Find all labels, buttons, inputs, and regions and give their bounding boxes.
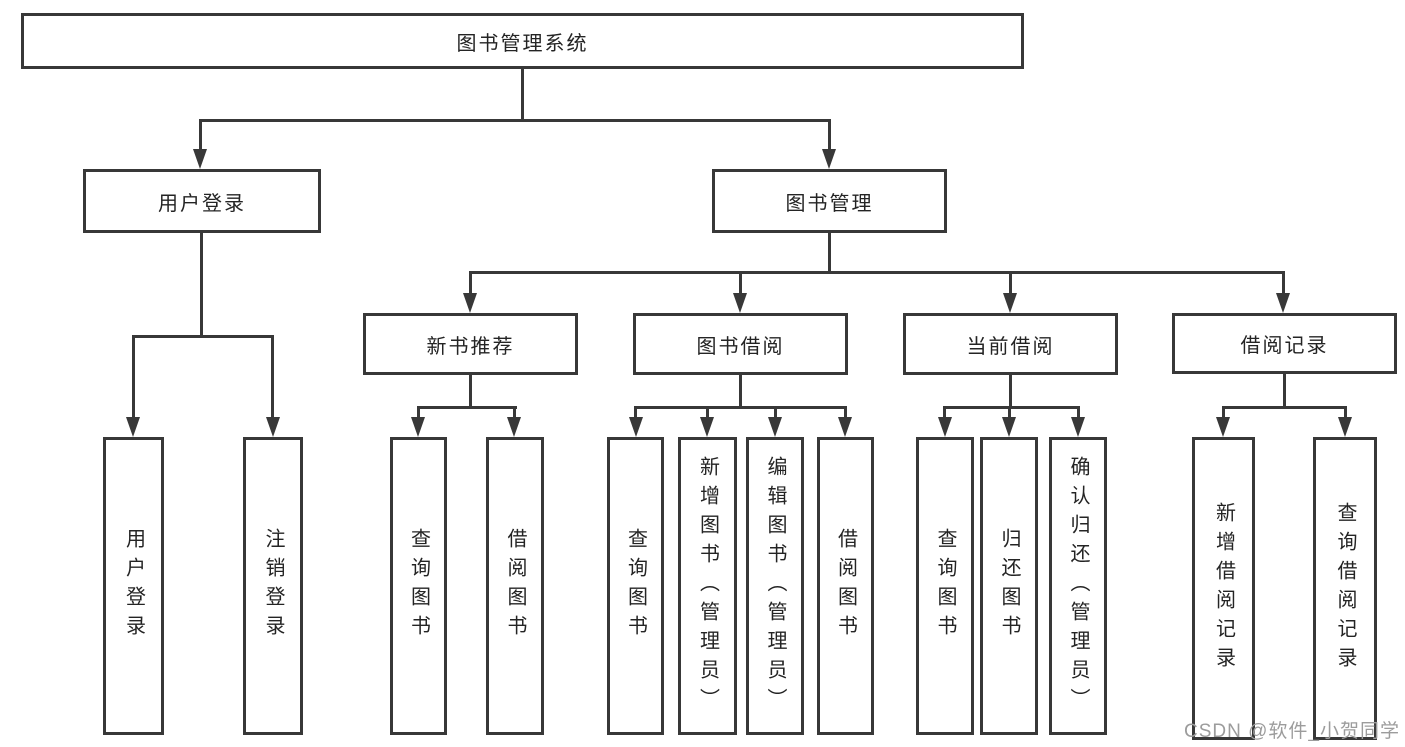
node-new-book-recommend: 新书推荐	[363, 313, 578, 375]
connector-line	[943, 406, 1080, 409]
connector-line	[1282, 271, 1285, 295]
connector-line	[200, 233, 203, 335]
connector-line	[943, 406, 946, 419]
connector-line	[774, 406, 777, 419]
arrowhead-down-icon	[1002, 417, 1016, 437]
node-borrow-records: 借阅记录	[1172, 313, 1397, 374]
connector-line	[1009, 271, 1012, 295]
arrowhead-down-icon	[1338, 417, 1352, 437]
arrowhead-down-icon	[126, 417, 140, 437]
connector-line	[199, 119, 831, 122]
connector-line	[739, 271, 742, 295]
arrowhead-down-icon	[700, 417, 714, 437]
connector-line	[132, 335, 274, 338]
connector-line	[271, 335, 274, 419]
arrowhead-down-icon	[733, 293, 747, 313]
leaf-edit-book-admin: 编辑图书（管理员）	[746, 437, 804, 735]
leaf-query-book-3: 查询图书	[916, 437, 974, 735]
arrowhead-down-icon	[411, 417, 425, 437]
connector-line	[521, 69, 524, 119]
connector-line	[1222, 406, 1225, 419]
connector-line	[513, 406, 516, 419]
connector-line	[706, 406, 709, 419]
node-user-login: 用户登录	[83, 169, 321, 233]
leaf-add-book-admin: 新增图书（管理员）	[678, 437, 737, 735]
connector-line	[199, 119, 202, 151]
arrowhead-down-icon	[1003, 293, 1017, 313]
connector-line	[417, 406, 420, 419]
leaf-borrow-book-1: 借阅图书	[486, 437, 544, 735]
connector-line	[828, 119, 831, 151]
leaf-add-borrow-record: 新增借阅记录	[1192, 437, 1255, 740]
arrowhead-down-icon	[768, 417, 782, 437]
node-book-borrow: 图书借阅	[633, 313, 848, 375]
connector-line	[1008, 406, 1011, 419]
connector-line	[469, 375, 472, 406]
connector-line	[469, 271, 1283, 274]
leaf-logout: 注销登录	[243, 437, 303, 735]
connector-line	[417, 406, 517, 409]
connector-line	[739, 375, 742, 406]
watermark: CSDN @软件_小贺同学	[1184, 721, 1400, 742]
arrowhead-down-icon	[938, 417, 952, 437]
node-root: 图书管理系统	[21, 13, 1024, 69]
leaf-confirm-return-admin: 确认归还（管理员）	[1049, 437, 1107, 735]
arrowhead-down-icon	[822, 149, 836, 169]
connector-line	[828, 233, 831, 271]
arrowhead-down-icon	[629, 417, 643, 437]
arrowhead-down-icon	[463, 293, 477, 313]
leaf-return-book: 归还图书	[980, 437, 1038, 735]
connector-line	[1077, 406, 1080, 419]
connector-line	[1283, 374, 1286, 406]
connector-line	[634, 406, 847, 409]
connector-line	[1009, 375, 1012, 406]
arrowhead-down-icon	[1071, 417, 1085, 437]
arrowhead-down-icon	[838, 417, 852, 437]
leaf-query-book-2: 查询图书	[607, 437, 664, 735]
arrowhead-down-icon	[193, 149, 207, 169]
arrowhead-down-icon	[1216, 417, 1230, 437]
arrowhead-down-icon	[266, 417, 280, 437]
arrowhead-down-icon	[507, 417, 521, 437]
leaf-query-borrow-record: 查询借阅记录	[1313, 437, 1377, 740]
leaf-borrow-book-2: 借阅图书	[817, 437, 874, 735]
connector-line	[1222, 406, 1347, 409]
node-book-management: 图书管理	[712, 169, 947, 233]
connector-line	[844, 406, 847, 419]
leaf-query-book-1: 查询图书	[390, 437, 447, 735]
leaf-user-login: 用户登录	[103, 437, 164, 735]
node-current-borrow: 当前借阅	[903, 313, 1118, 375]
connector-line	[1344, 406, 1347, 419]
connector-line	[132, 335, 135, 419]
connector-line	[634, 406, 637, 419]
connector-line	[469, 271, 472, 295]
arrowhead-down-icon	[1276, 293, 1290, 313]
